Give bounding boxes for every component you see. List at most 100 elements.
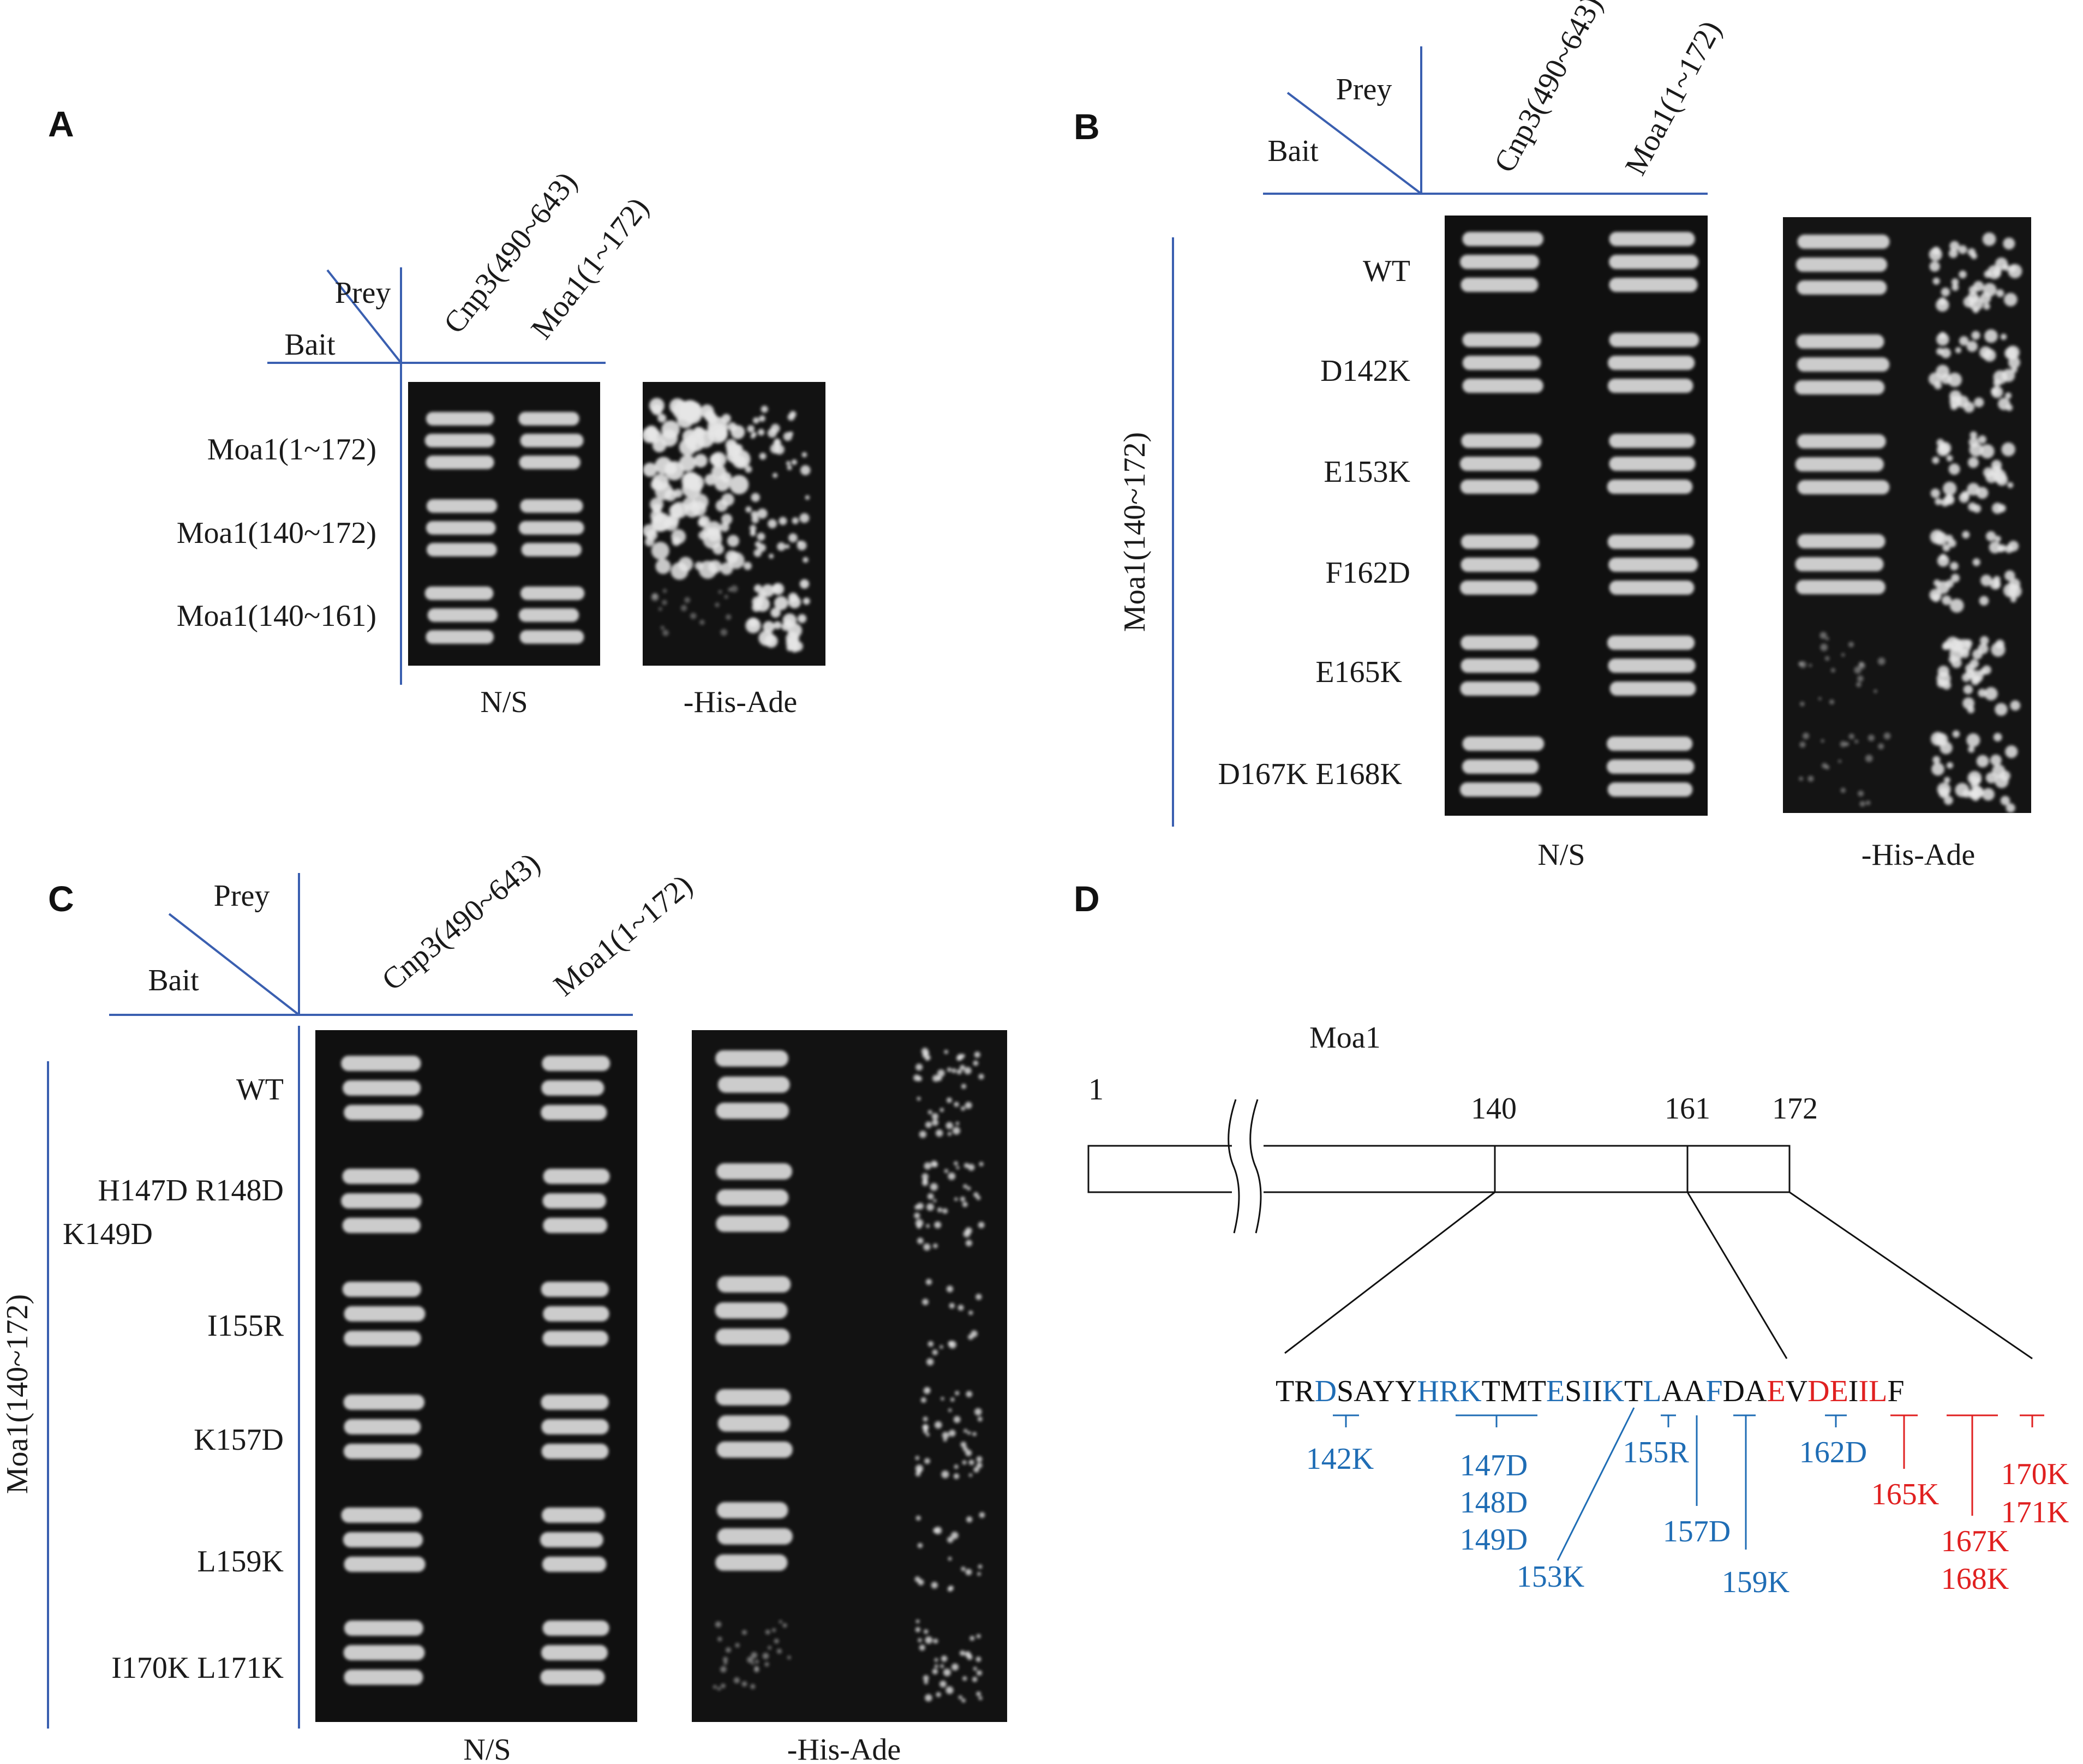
colony-dot xyxy=(753,1667,759,1673)
colony-streak xyxy=(341,1056,421,1071)
colony-streak xyxy=(1608,379,1693,393)
colony-dot xyxy=(1983,303,1990,310)
residue-142: D xyxy=(1315,1374,1337,1408)
colony-dot xyxy=(691,501,707,516)
colony-dot xyxy=(947,1132,952,1136)
colony-dot xyxy=(720,522,729,532)
colony-dot xyxy=(1931,593,1941,602)
colony-dot xyxy=(1799,701,1805,707)
protein-name: Moa1 xyxy=(1309,1021,1381,1055)
colony-streak xyxy=(543,1169,610,1184)
colony-dot xyxy=(2000,796,2010,806)
colony-dot xyxy=(922,1424,929,1431)
colony-dot xyxy=(759,415,765,422)
colony-streak xyxy=(1460,480,1539,494)
colony-dot xyxy=(946,1285,954,1293)
colony-dot xyxy=(1830,668,1835,673)
colony-dot xyxy=(755,1659,759,1664)
colony-dot xyxy=(961,1698,966,1703)
colony-streak xyxy=(343,1080,421,1096)
colony-dot xyxy=(672,537,681,546)
colony-dot xyxy=(949,1302,955,1309)
panel-b-row-5: E165K xyxy=(1315,655,1402,689)
colony-dot xyxy=(965,1227,972,1234)
colony-dot xyxy=(1965,669,1975,679)
colony-streak xyxy=(343,1532,423,1547)
colony-dot xyxy=(1883,732,1891,740)
colony-streak xyxy=(1461,636,1539,650)
colony-dot xyxy=(917,1542,923,1548)
colony-dot xyxy=(799,513,810,523)
colony-streak xyxy=(1462,379,1543,393)
panel-a-row-2: Moa1(140~172) xyxy=(177,516,376,550)
mutation-171k: 171K xyxy=(2001,1496,2069,1529)
colony-dot xyxy=(735,1643,740,1648)
colony-dot xyxy=(1820,643,1828,651)
colony-dot xyxy=(755,541,761,548)
panel-c-ns-plate xyxy=(315,1030,637,1722)
mutation-157d: 157D xyxy=(1663,1515,1731,1548)
colony-dot xyxy=(1991,503,2003,514)
colony-dot xyxy=(923,1675,929,1681)
colony-dot xyxy=(951,1532,959,1539)
colony-dot xyxy=(943,1438,947,1442)
panel-letter-b: B xyxy=(1074,106,1100,147)
mutation-142k: 142K xyxy=(1306,1442,1374,1476)
colony-streak xyxy=(1609,581,1695,595)
colony-dot xyxy=(792,517,799,524)
position-172: 172 xyxy=(1772,1092,1818,1126)
colony-dot xyxy=(961,1566,966,1571)
colony-dot xyxy=(1995,703,2008,716)
colony-dot xyxy=(773,584,781,593)
colony-dot xyxy=(1971,781,1979,790)
mutation-155r: 155R xyxy=(1623,1436,1689,1469)
panel-a-medium-ns: N/S xyxy=(480,685,528,719)
residue-148: R xyxy=(1439,1374,1460,1408)
panel-b-medium-ns: N/S xyxy=(1537,838,1585,872)
colony-dot xyxy=(1966,340,1978,352)
panel-c-bait-label: Bait xyxy=(148,964,199,997)
colony-dot xyxy=(1970,431,1978,439)
colony-streak xyxy=(1609,232,1695,247)
colony-dot xyxy=(747,1657,753,1664)
colony-dot xyxy=(934,1664,938,1669)
panel-c-row-6: I170K L171K xyxy=(111,1651,284,1685)
colony-dot xyxy=(948,1408,952,1412)
colony-dot xyxy=(724,595,728,599)
colony-dot xyxy=(916,1223,922,1229)
colony-dot xyxy=(1941,348,1951,358)
colony-dot xyxy=(933,1527,939,1534)
colony-dot xyxy=(1944,776,1950,784)
colony-streak xyxy=(541,1444,609,1459)
colony-streak xyxy=(1609,457,1696,471)
colony-dot xyxy=(1980,444,1995,459)
mutation-159k: 159K xyxy=(1722,1565,1789,1599)
colony-dot xyxy=(1982,232,1996,246)
colony-dot xyxy=(1943,796,1953,805)
colony-dot xyxy=(978,1564,983,1569)
colony-dot xyxy=(1825,765,1830,770)
panel-c-ns-colonies xyxy=(341,1056,610,1685)
colony-dot xyxy=(785,544,790,549)
colony-streak xyxy=(344,1670,423,1685)
colony-dot xyxy=(948,1430,956,1437)
panel-b: B Prey Bait Cnp3(490~643) Moa1(1~172) Mo… xyxy=(1074,0,2031,872)
colony-dot xyxy=(698,560,717,579)
panel-c-row-3: I155R xyxy=(207,1309,284,1343)
colony-dot xyxy=(976,1462,983,1469)
colony-dot xyxy=(945,1686,954,1694)
colony-dot xyxy=(693,427,703,436)
residue-156: I xyxy=(1592,1374,1602,1408)
colony-dot xyxy=(939,1108,944,1113)
colony-streak xyxy=(1462,356,1541,370)
colony-dot xyxy=(786,644,793,651)
colony-dot xyxy=(727,535,739,547)
colony-dot xyxy=(954,1161,958,1165)
colony-dot xyxy=(1984,687,1998,701)
colony-dot xyxy=(713,1685,717,1689)
colony-streak xyxy=(426,412,494,426)
marker-155 xyxy=(1661,1414,1676,1427)
colony-dot xyxy=(726,614,732,620)
colony-dot xyxy=(1967,291,1979,303)
